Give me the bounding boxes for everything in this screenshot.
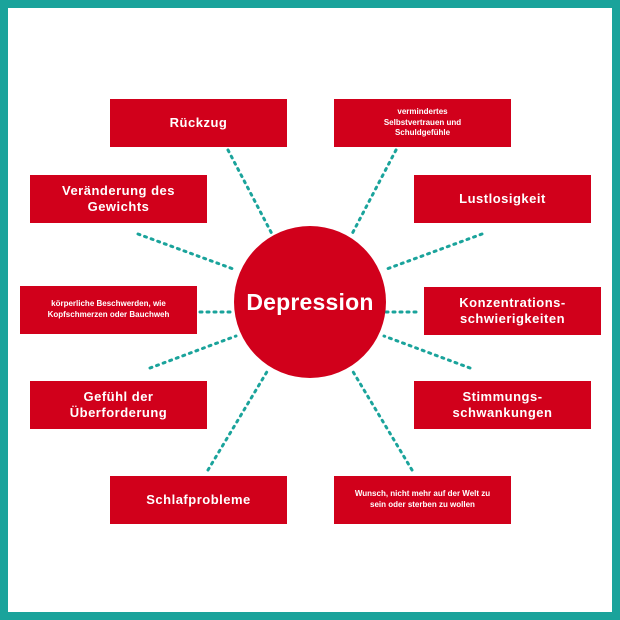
box-rueckzug: Rückzug bbox=[110, 99, 287, 147]
box-lustlosigkeit: Lustlosigkeit bbox=[414, 175, 591, 223]
label-lustlosigkeit: Lustlosigkeit bbox=[459, 190, 546, 206]
box-ueberforderung: Gefühl der Überforderung bbox=[30, 381, 207, 429]
box-gewicht: Veränderung des Gewichts bbox=[30, 175, 207, 223]
label-beschwerden: körperliche Beschwerden, wie Kopfschmerz… bbox=[47, 299, 170, 319]
center-label: Depression bbox=[246, 288, 374, 315]
label-schlaf: Schlafprobleme bbox=[146, 491, 251, 507]
box-selbstvertrauen: vermindertes Selbstvertrauen und Schuldg… bbox=[334, 99, 511, 147]
center-circle: Depression bbox=[234, 226, 386, 378]
connector-selbstvertrauen bbox=[350, 148, 398, 236]
box-stimmung: Stimmungs-schwankungen bbox=[414, 381, 591, 429]
box-beschwerden: körperliche Beschwerden, wie Kopfschmerz… bbox=[20, 286, 197, 334]
label-wunsch: Wunsch, nicht mehr auf der Welt zu sein … bbox=[354, 489, 491, 509]
connector-rueckzug bbox=[226, 148, 274, 236]
box-konzentration: Konzentrations-schwierigkeiten bbox=[424, 287, 601, 335]
connector-ueberforderung bbox=[148, 334, 238, 370]
box-schlaf: Schlafprobleme bbox=[110, 476, 287, 524]
label-rueckzug: Rückzug bbox=[169, 114, 228, 130]
connector-gewicht bbox=[136, 232, 238, 272]
label-ueberforderung: Gefühl der Überforderung bbox=[69, 388, 168, 420]
connector-lustlosigkeit bbox=[382, 232, 484, 272]
label-stimmung: Stimmungs-schwankungen bbox=[452, 388, 553, 420]
connector-wunsch bbox=[350, 368, 414, 472]
label-selbstvertrauen: vermindertes Selbstvertrauen und Schuldg… bbox=[383, 106, 462, 138]
connector-stimmung bbox=[382, 334, 472, 370]
box-wunsch: Wunsch, nicht mehr auf der Welt zu sein … bbox=[334, 476, 511, 524]
connector-schlaf bbox=[206, 368, 270, 472]
label-gewicht: Veränderung des Gewichts bbox=[62, 182, 175, 214]
label-konzentration: Konzentrations-schwierigkeiten bbox=[459, 294, 566, 326]
